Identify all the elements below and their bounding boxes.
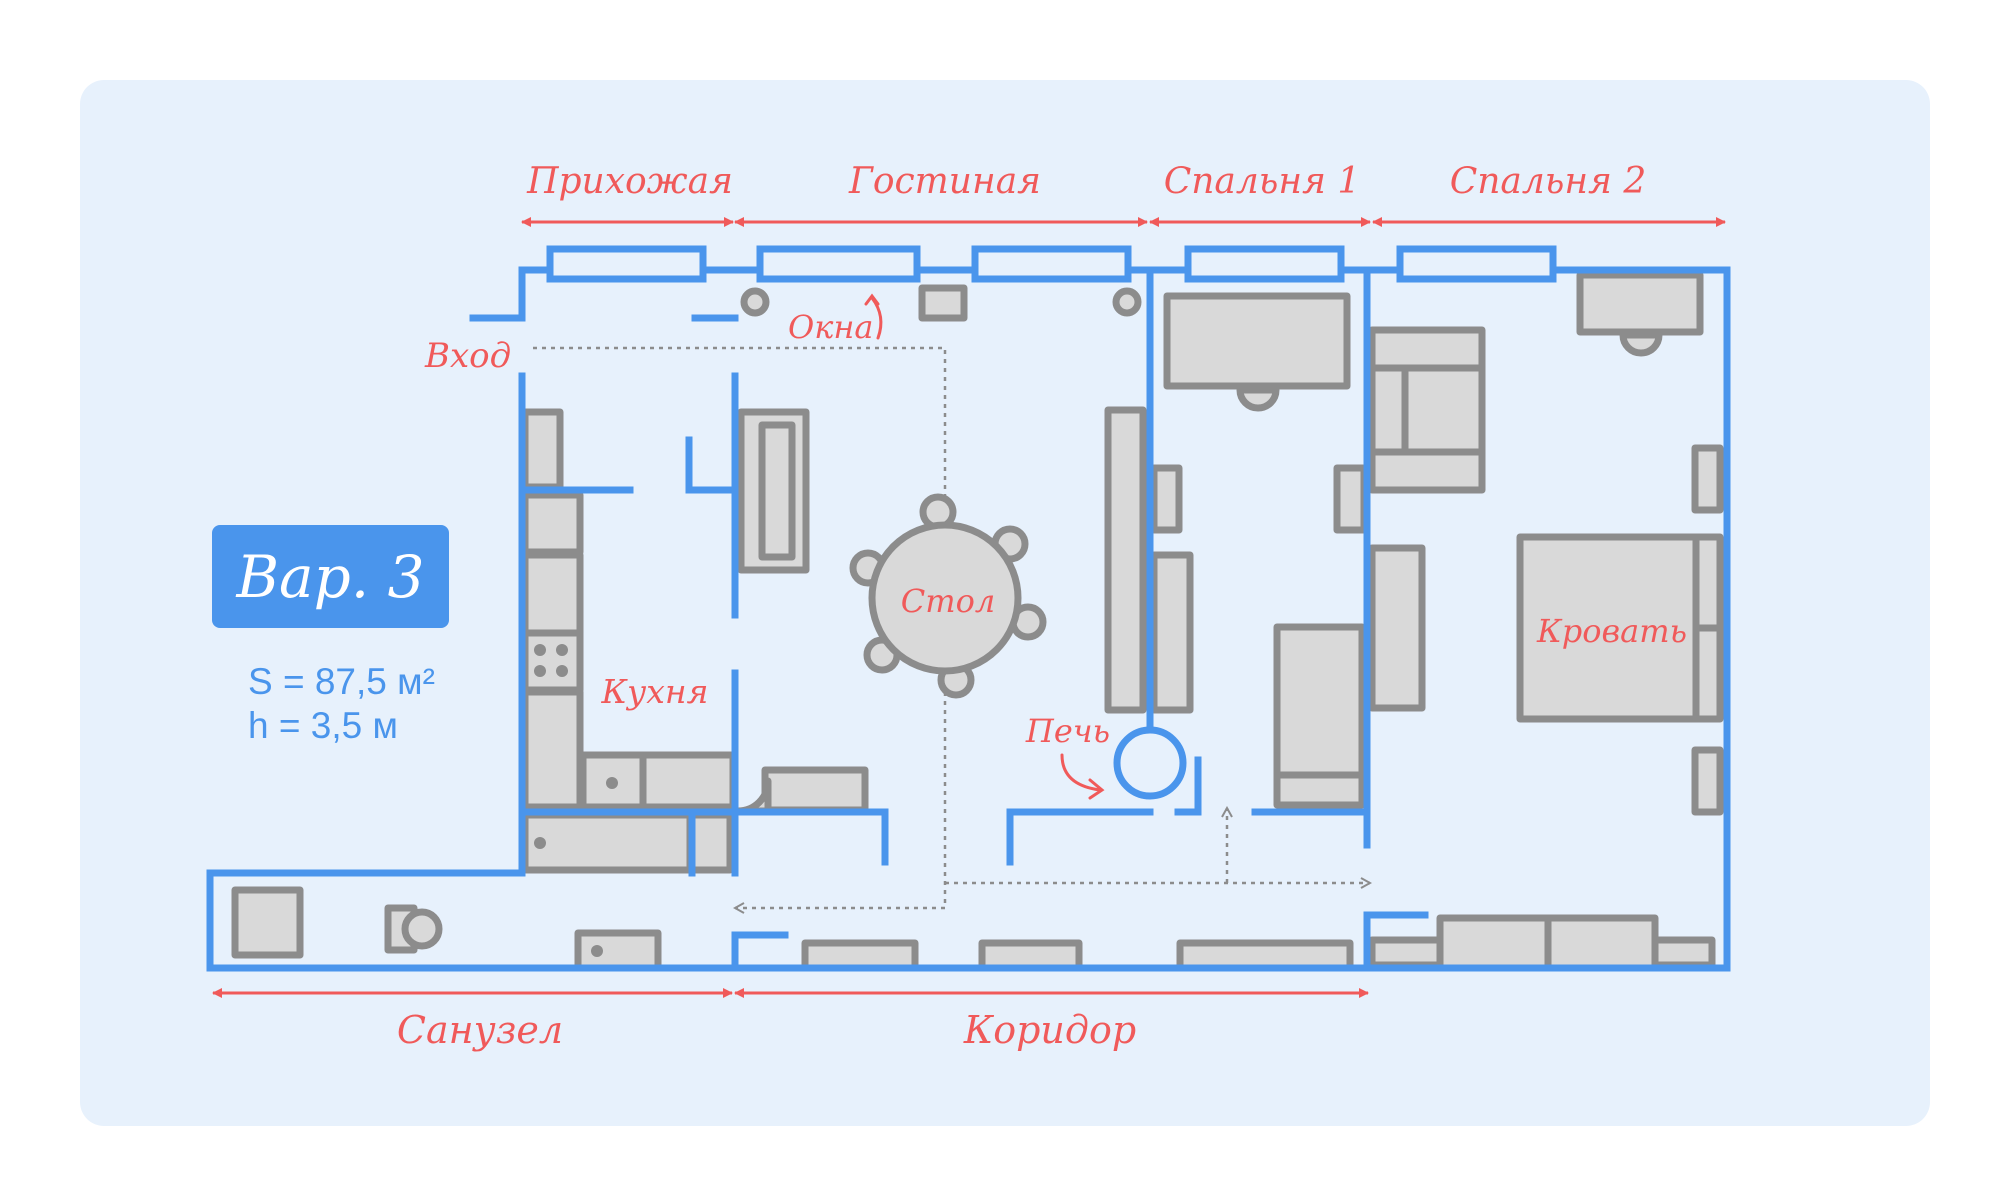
annotation-arrows [864, 293, 1105, 800]
window-bedroom1 [1184, 245, 1345, 283]
table-label: Стол [901, 582, 995, 620]
stove-icon [1113, 726, 1187, 800]
bed-label: Кровать [1536, 612, 1687, 650]
nightstand-bedroom1-a [1150, 464, 1183, 534]
variant-badge: Вар. 3 [212, 525, 449, 628]
entrance-label: Вход [424, 336, 511, 376]
height-value: h = 3,5 м [248, 705, 398, 746]
lamp-left [740, 287, 770, 317]
window-living-2 [971, 245, 1132, 283]
room-label-bathroom: Санузел [397, 1008, 563, 1052]
window-bedroom2 [1396, 245, 1557, 283]
chair-bedroom1 [1236, 386, 1280, 412]
dimension-lines [212, 217, 1726, 998]
furniture [231, 271, 1724, 972]
circulation-paths [524, 346, 1370, 908]
chair-bedroom2 [1619, 331, 1663, 357]
tv-stand [761, 766, 869, 814]
window-hallway [546, 245, 707, 283]
bed-bedroom2 [1516, 533, 1724, 723]
shelf-bedroom2 [1368, 544, 1426, 712]
shower-tray [231, 886, 304, 959]
room-label-hallway: Прихожая [526, 161, 733, 202]
window-living-1 [756, 245, 921, 283]
round-table [849, 493, 1047, 699]
corridor-bench-2 [978, 939, 1083, 972]
area-value: S = 87,5 м² [248, 661, 435, 702]
corridor-bench-3 [1176, 939, 1354, 972]
desk-bedroom2 [1576, 271, 1704, 336]
room-label-kitchen: Кухня [601, 672, 709, 711]
nightstand-bedroom2-a [1691, 444, 1724, 514]
wardrobe-living [1104, 406, 1147, 714]
labels: Прихожая Гостиная Спальня 1 Спальня 2 Са… [397, 161, 1687, 1052]
plan-stats: S = 87,5 м² h = 3,5 м [248, 660, 435, 748]
window-tv [918, 284, 968, 322]
bed-bedroom1 [1273, 623, 1366, 779]
kitchen-set [521, 408, 737, 874]
windows-label: Окна [788, 308, 874, 346]
nightstand-bedroom2-b [1691, 746, 1724, 816]
corridor-bench-1 [801, 939, 919, 972]
cabinet-bedroom1 [1150, 551, 1194, 714]
stove-label: Печь [1025, 712, 1110, 750]
room-label-bedroom1: Спальня 1 [1164, 161, 1361, 202]
room-label-living: Гостиная [848, 161, 1041, 202]
room-label-corridor: Коридор [963, 1008, 1136, 1052]
sofa-living [737, 408, 810, 574]
room-label-bedroom2: Спальня 2 [1450, 161, 1647, 202]
walls [206, 245, 1731, 972]
lamp-right [1112, 287, 1142, 317]
desk-bedroom1 [1163, 292, 1351, 390]
washing-machine [574, 929, 662, 972]
stove-top-icon [521, 629, 584, 694]
bed-bedroom1-foot [1273, 771, 1366, 809]
nightstand-bedroom1-b [1333, 464, 1368, 534]
